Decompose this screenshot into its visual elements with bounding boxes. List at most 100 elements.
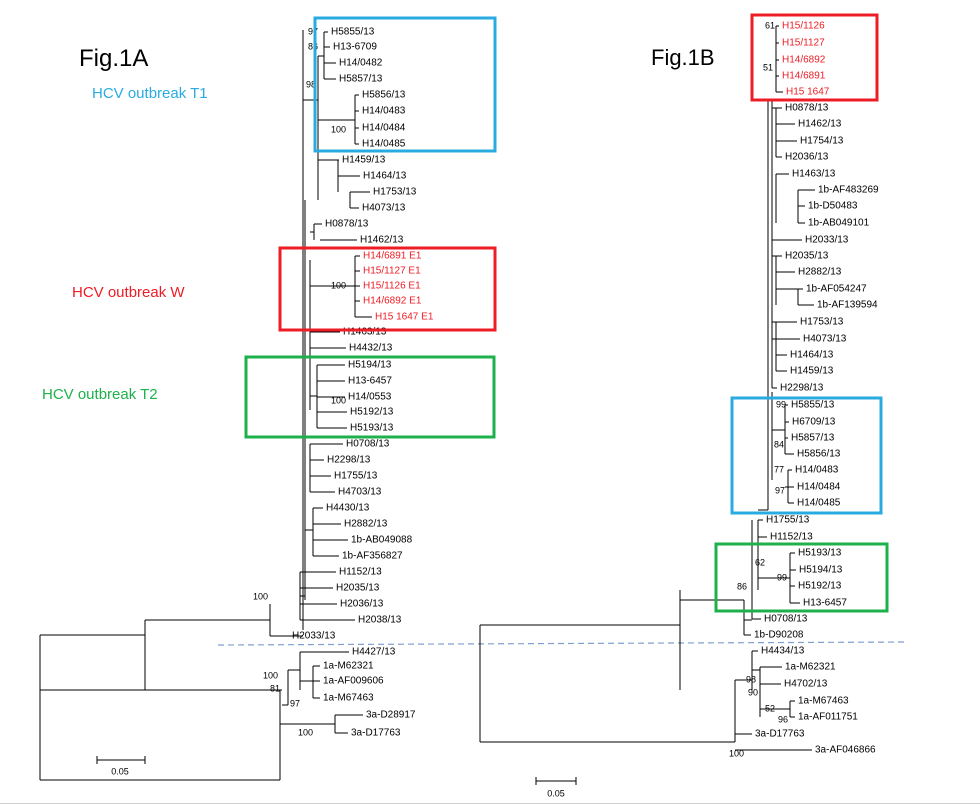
tip-label: H5192/13 — [798, 581, 842, 592]
bootstrap-value: 84 — [774, 439, 784, 449]
bootstrap-value: 99 — [777, 572, 787, 582]
tip-label: H13-6709 — [333, 42, 377, 53]
tip-label: H1459/13 — [342, 155, 386, 166]
outbreak-t2-label: HCV outbreak T2 — [42, 386, 158, 403]
tip-label: H4434/13 — [761, 646, 805, 657]
tip-label: H5857/13 — [339, 74, 383, 85]
tip-label: H0878/13 — [785, 103, 829, 114]
bootstrap-value: 97 — [775, 485, 785, 495]
tip-label: H1463/13 — [792, 169, 836, 180]
bootstrap-value: 86 — [308, 41, 318, 51]
outbreak-w-label: HCV outbreak W — [72, 284, 185, 301]
tip-label: 1b-AF139594 — [817, 300, 878, 311]
bootstrap-value: 86 — [737, 581, 747, 591]
tip-label: H4430/13 — [326, 503, 370, 514]
tip-label: H4073/13 — [362, 203, 406, 214]
tip-label: 1a-M62321 — [785, 662, 836, 673]
tip-label: H1753/13 — [373, 187, 417, 198]
bootstrap-value: 90 — [748, 687, 758, 697]
tip-label: H1464/13 — [790, 350, 834, 361]
scale-bar-label-b: 0.05 — [547, 788, 565, 798]
bootstrap-value: 62 — [755, 557, 765, 567]
tip-label: H1462/13 — [360, 235, 404, 246]
tip-label: H1152/13 — [770, 532, 813, 543]
bootstrap-value: 97 — [290, 698, 300, 708]
tip-label: H14/0484 — [362, 123, 406, 134]
tip-label: H14/6891 E1 — [363, 251, 422, 262]
tip-label: 1b-D90208 — [754, 630, 804, 641]
tip-label: H14/0553 — [348, 392, 392, 403]
tip-label: H13-6457 — [348, 376, 392, 387]
tip-label: 1b-AB049101 — [808, 218, 870, 229]
tip-label: H15 1647 E1 — [375, 312, 434, 323]
tip-label: 1b-AF356827 — [342, 551, 403, 562]
tip-label: H2036/13 — [785, 152, 829, 163]
tip-label: H2033/13 — [292, 631, 336, 642]
tip-label: 1b-D50483 — [808, 201, 858, 212]
tip-label: H5857/13 — [791, 433, 835, 444]
tip-label: H2038/13 — [358, 615, 402, 626]
tip-label: 3a-D17763 — [351, 728, 401, 739]
bootstrap-value: 100 — [729, 748, 744, 758]
tip-label: H1463/13 — [343, 327, 387, 338]
tip-label: H5194/13 — [799, 565, 843, 576]
bootstrap-value: 52 — [765, 703, 775, 713]
bootstrap-value: 98 — [746, 674, 756, 684]
scale-bar-label-a: 0.05 — [111, 766, 129, 776]
tip-label: H14/6892 — [782, 55, 826, 66]
tip-label: H15/1127 E1 — [363, 266, 421, 277]
bottom-rule — [0, 803, 980, 804]
outbreak-box-t1 — [313, 16, 497, 153]
outbreak-box-t2 — [244, 355, 496, 439]
bootstrap-value: 97 — [308, 26, 318, 36]
outbreak-box-b-green — [714, 542, 889, 613]
tip-label: 1a-M67463 — [323, 693, 374, 704]
tip-label: H4703/13 — [338, 487, 382, 498]
tip-label: 1a-M67463 — [798, 696, 849, 707]
divider-line — [217, 641, 906, 646]
tip-label: H1753/13 — [800, 317, 844, 328]
bootstrap-value: 99 — [776, 399, 786, 409]
tip-label: 1a-AF011751 — [798, 712, 858, 723]
tip-label: H15/1126 E1 — [363, 281, 421, 292]
tip-label: 1b-AB049088 — [351, 535, 413, 546]
tip-label: H5855/13 — [331, 27, 375, 38]
bootstrap-value: 100 — [331, 280, 346, 290]
tip-label: H2035/13 — [336, 583, 380, 594]
tip-label: H2298/13 — [327, 455, 371, 466]
bootstrap-value: 77 — [774, 464, 784, 474]
tip-label: 1a-M62321 — [323, 661, 374, 672]
tip-label: H15/1127 — [782, 38, 825, 49]
tip-label: H0708/13 — [346, 439, 390, 450]
outbreak-box-b-blue — [730, 396, 883, 515]
tip-label: H0708/13 — [764, 614, 808, 625]
bootstrap-value: 100 — [298, 727, 313, 737]
tip-label: 1a-AF009606 — [323, 676, 384, 687]
tip-label: H1152/13 — [339, 567, 382, 578]
tip-label: H1462/13 — [798, 119, 842, 130]
tip-label: H6709/13 — [792, 417, 836, 428]
tip-label: H14/0485 — [362, 139, 406, 150]
tip-label: H1755/13 — [766, 515, 810, 526]
tip-label: H13-6457 — [803, 598, 847, 609]
bootstrap-value: 96 — [778, 714, 788, 724]
tip-label: 1b-AF483269 — [818, 185, 879, 196]
tip-label: H14/0483 — [795, 465, 839, 476]
tip-label: H5193/13 — [798, 548, 842, 559]
tip-label: H1754/13 — [800, 136, 844, 147]
bootstrap-value: 98 — [306, 79, 316, 89]
tip-label: H2298/13 — [780, 383, 824, 394]
tip-label: H2033/13 — [805, 235, 849, 246]
tip-label: H14/0483 — [362, 106, 406, 117]
tip-label: 3a-D28917 — [366, 710, 416, 721]
tip-label: H14/0485 — [797, 498, 841, 509]
tip-label: H0878/13 — [325, 219, 369, 230]
tip-label: H4427/13 — [352, 647, 396, 658]
bootstrap-value: 100 — [253, 591, 268, 601]
tip-label: H14/0484 — [797, 482, 841, 493]
tip-label: H4432/13 — [349, 343, 393, 354]
tip-label: H5193/13 — [350, 423, 394, 434]
tip-label: H2035/13 — [785, 251, 829, 262]
tip-label: H5192/13 — [350, 407, 394, 418]
